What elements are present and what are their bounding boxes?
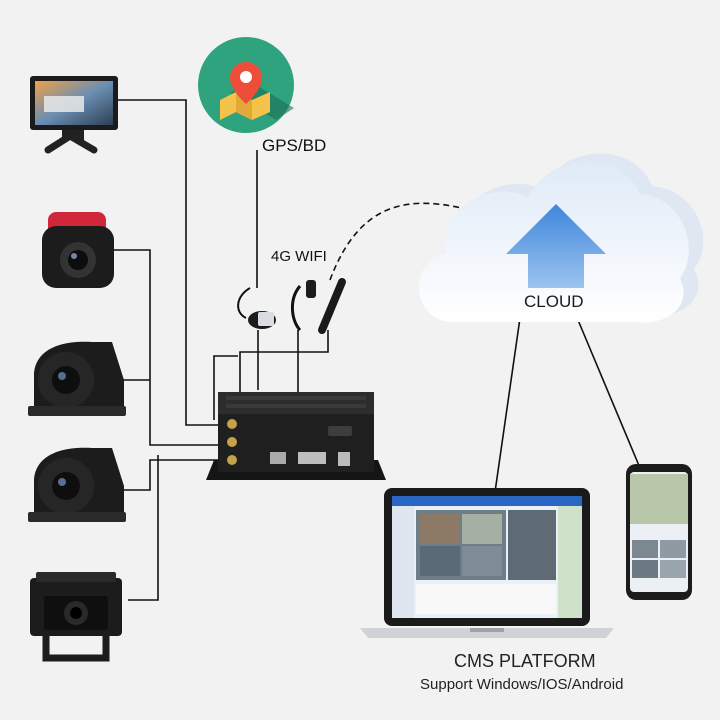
- gps-antenna: [237, 287, 276, 329]
- 4g-wifi-label: 4G WIFI: [271, 248, 327, 265]
- side-camera-1: [28, 341, 126, 416]
- wire-cloud-phone: [577, 319, 641, 469]
- smartphone-device: [626, 464, 692, 600]
- gps-bd-label: GPS/BD: [262, 136, 327, 155]
- wire-rear-camera: [128, 455, 159, 601]
- monitor-device: [30, 76, 118, 154]
- upload-arrow-icon: [506, 204, 606, 288]
- wiring: [104, 99, 641, 601]
- 4g-antenna: [291, 280, 316, 332]
- wire-side-camera-2: [118, 459, 234, 491]
- wireless-link-dashed: [329, 202, 471, 281]
- cms-platform-subtitle: Support Windows/IOS/Android: [420, 676, 624, 693]
- gps-map-icon: [198, 37, 294, 133]
- cms-platform-title: CMS PLATFORM: [454, 651, 596, 671]
- dome-camera-device: [42, 212, 114, 288]
- wire-camera-dome: [110, 249, 234, 446]
- wire-cloud-laptop: [494, 317, 521, 493]
- mobile-dvr-device: [206, 392, 386, 480]
- side-camera-2: [28, 447, 126, 522]
- cloud-label: CLOUD: [524, 292, 584, 311]
- wifi-antenna: [318, 278, 346, 334]
- wire-dvr-left: [213, 355, 238, 420]
- rear-camera-device: [30, 572, 122, 662]
- wire-monitor: [104, 99, 234, 426]
- wire-wifi-to-dvr: [239, 330, 329, 392]
- cloud-graphic: [418, 153, 704, 323]
- laptop-device: [360, 488, 614, 638]
